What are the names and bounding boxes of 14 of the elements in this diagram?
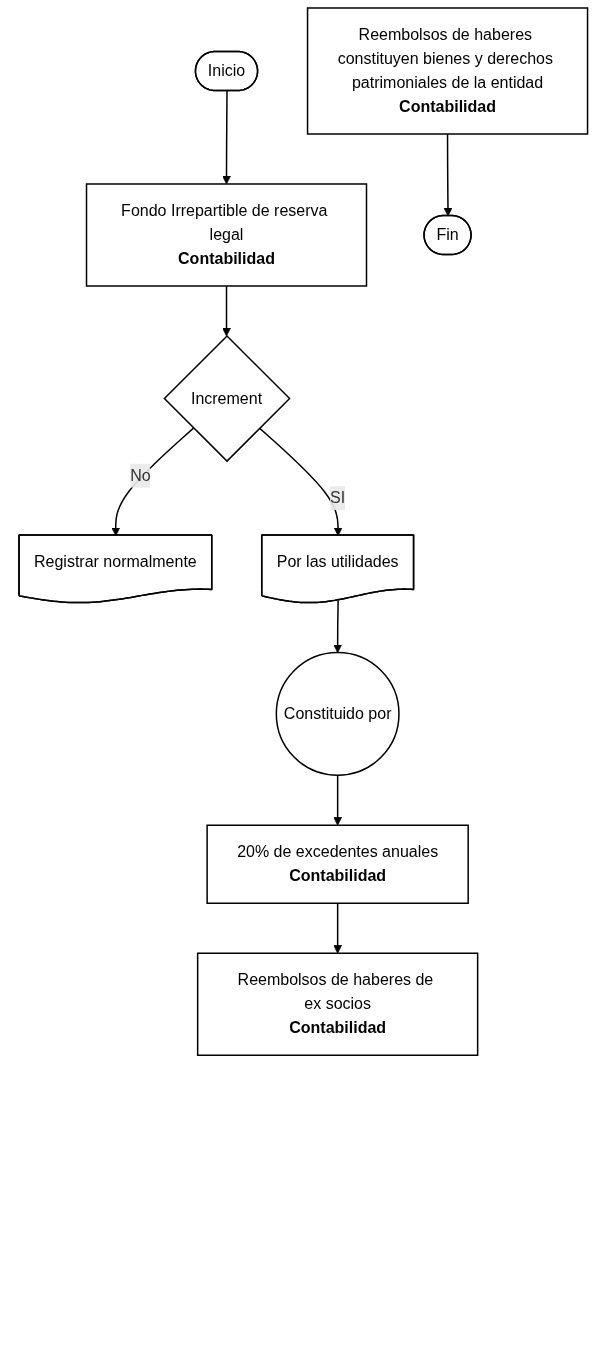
arrow [332, 774, 342, 826]
edge-label: SI [329, 489, 345, 507]
node-diamond: Increment [163, 334, 291, 463]
node-box: 20% de excedentes anuales Contabilidad [206, 824, 469, 904]
arrow [332, 902, 342, 954]
arrow [332, 599, 342, 653]
node-circle: Constituido por [275, 651, 400, 776]
node-box: Reembolsos de haberes de ex socios Contabilidad [196, 952, 479, 1056]
arrow [221, 90, 231, 185]
arrow [443, 133, 453, 217]
arrow [221, 285, 231, 337]
node-box: Fondo Irrepartible de reserva legal Contabilidad [85, 183, 367, 287]
edge-label: No [129, 466, 151, 484]
node-box: Reembolsos de haberes constituyen bienes y derechos patrimoniales de la entidad Contabilidad [306, 7, 588, 135]
